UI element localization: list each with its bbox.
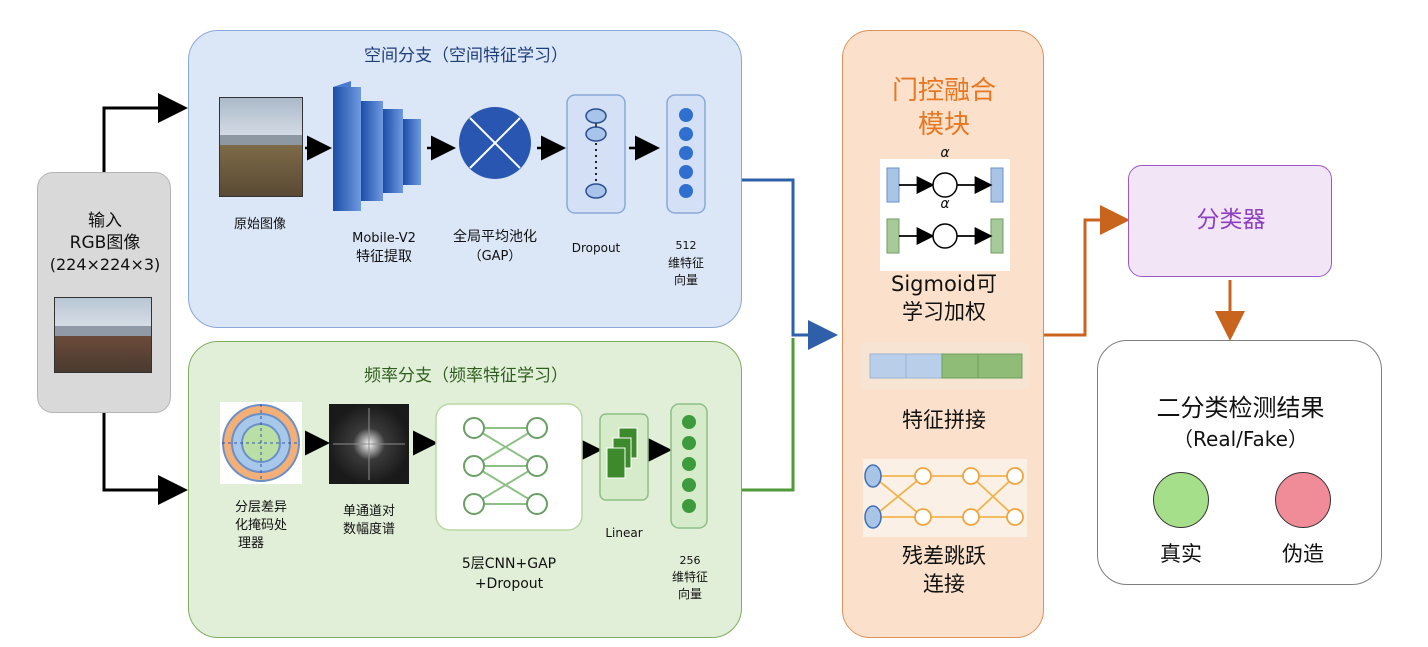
fake-label: 伪造 bbox=[1282, 542, 1324, 566]
vector-512-label-2: 维特征 bbox=[667, 256, 704, 270]
gap-symbol bbox=[459, 107, 531, 179]
cnn-label-1: 5层CNN+GAP bbox=[461, 556, 557, 572]
mobilenet-blocks bbox=[305, 81, 706, 214]
frequency-to-gate-line bbox=[742, 338, 795, 492]
vector-512-label-1: 512 bbox=[675, 239, 697, 252]
dropout-box bbox=[566, 94, 626, 214]
mobilenet-block-2 bbox=[361, 101, 383, 201]
mobilenet-block-1 bbox=[333, 81, 361, 211]
mobilenet-label-2: 特征提取 bbox=[356, 249, 412, 265]
gap-label-2: （GAP） bbox=[468, 249, 522, 264]
fake-indicator bbox=[1275, 472, 1331, 528]
input-photo bbox=[54, 297, 152, 373]
classifier-box: 分类器 bbox=[1128, 165, 1332, 277]
result-panel: 二分类检测结果 （Real/Fake） 真实 伪造 bbox=[1097, 340, 1382, 585]
mask-processor-label-2: 化掩码处 bbox=[234, 518, 287, 533]
alpha-symbol-1: α bbox=[940, 145, 950, 161]
vector-256-label-2: 维特征 bbox=[671, 570, 708, 584]
frequency-graphics bbox=[220, 402, 708, 531]
vector-512-box bbox=[666, 94, 706, 214]
sigmoid-label-2: 学习加权 bbox=[902, 300, 986, 324]
alpha-symbol-2: α bbox=[940, 196, 950, 212]
log-spectrum-label-2: 数幅度谱 bbox=[342, 522, 395, 537]
real-label: 真实 bbox=[1160, 542, 1202, 566]
input-to-spatial-arrow bbox=[102, 93, 188, 172]
mask-processor-icon bbox=[220, 402, 302, 484]
sigmoid-weighting-icon bbox=[880, 159, 1010, 271]
linear-layer-box bbox=[599, 413, 649, 501]
dropout-label: Dropout bbox=[571, 241, 621, 255]
frequency-branch-panel: 频率分支（频率特征学习） bbox=[188, 341, 742, 638]
original-image-label: 原始图像 bbox=[233, 217, 286, 232]
spatial-branch-title: 空间分支（空间特征学习） bbox=[364, 46, 568, 66]
linear-label: Linear bbox=[605, 526, 643, 540]
mask-processor-label-1: 分层差异 bbox=[234, 500, 287, 515]
gate-title-1: 门控融合 bbox=[891, 76, 996, 106]
mobilenet-block-4 bbox=[403, 119, 421, 185]
cnn-network-box bbox=[435, 403, 583, 531]
cnn-label-2: +Dropout bbox=[474, 576, 544, 592]
original-image-thumb bbox=[219, 97, 303, 197]
mobilenet-label-1: Mobile-V2 bbox=[352, 231, 416, 246]
sigmoid-label-1: Sigmoid可 bbox=[891, 272, 997, 296]
log-spectrum-icon bbox=[329, 404, 409, 484]
concat-label: 特征拼接 bbox=[902, 408, 986, 432]
gate-title-2: 模块 bbox=[917, 110, 970, 140]
vector-256-label-1: 256 bbox=[679, 554, 701, 567]
input-line2: RGB图像 bbox=[69, 233, 141, 253]
real-indicator bbox=[1153, 472, 1209, 528]
input-to-frequency-arrow bbox=[102, 413, 188, 505]
gate-to-classifier-arrow bbox=[1044, 205, 1130, 337]
log-spectrum-label-1: 单通道对 bbox=[342, 504, 395, 519]
gate-graphics bbox=[861, 159, 1029, 537]
vector-512-label-3: 向量 bbox=[673, 273, 698, 287]
gated-fusion-panel: 门控融合 模块 bbox=[842, 30, 1044, 638]
input-panel: 输入 RGB图像 (224×224×3) bbox=[37, 172, 171, 413]
mask-processor-label-3: 理器 bbox=[237, 536, 264, 551]
feature-concat-bar bbox=[861, 343, 1029, 389]
mobilenet-block-3 bbox=[383, 109, 403, 193]
vector-256-label-3: 向量 bbox=[677, 587, 702, 601]
spatial-to-gate-line bbox=[742, 178, 838, 350]
input-title: 输入 bbox=[88, 211, 122, 231]
residual-label-1: 残差跳跃 bbox=[902, 544, 986, 568]
frequency-branch-title: 频率分支（频率特征学习） bbox=[364, 366, 568, 386]
input-line3: (224×224×3) bbox=[49, 255, 161, 274]
spatial-branch-panel: 空间分支（空间特征学习） 原始图像 bbox=[188, 30, 742, 328]
residual-connection-icon bbox=[863, 459, 1027, 537]
vector-256-box bbox=[670, 403, 708, 529]
gap-label-1: 全局平均池化 bbox=[453, 229, 537, 245]
result-subtitle: （Real/Fake） bbox=[1173, 427, 1308, 451]
residual-label-2: 连接 bbox=[923, 572, 965, 596]
result-title: 二分类检测结果 bbox=[1156, 394, 1325, 422]
classifier-label: 分类器 bbox=[1196, 207, 1266, 233]
